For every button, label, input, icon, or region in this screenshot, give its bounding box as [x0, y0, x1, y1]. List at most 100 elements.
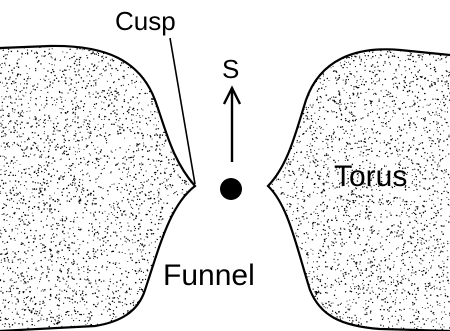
stipple-dot — [117, 131, 118, 132]
stipple-dot — [136, 320, 137, 321]
stipple-dot — [152, 203, 153, 204]
stipple-dot — [66, 312, 68, 314]
stipple-dot — [26, 321, 28, 323]
stipple-dot — [142, 115, 143, 116]
stipple-dot — [362, 289, 363, 290]
stipple-dot — [49, 299, 50, 300]
stipple-dot — [438, 192, 439, 193]
stipple-dot — [29, 201, 31, 203]
stipple-dot — [29, 107, 30, 108]
stipple-dot — [43, 200, 44, 201]
stipple-dot — [168, 254, 169, 255]
stipple-dot — [314, 113, 315, 114]
stipple-dot — [28, 103, 29, 104]
stipple-dot — [165, 185, 166, 186]
stipple-dot — [17, 194, 18, 195]
stipple-dot — [24, 283, 25, 284]
stipple-dot — [168, 159, 170, 161]
stipple-dot — [144, 55, 145, 56]
stipple-dot — [340, 253, 342, 255]
stipple-dot — [78, 71, 79, 72]
stipple-dot — [142, 258, 144, 260]
stipple-dot — [9, 216, 10, 217]
stipple-dot — [85, 120, 86, 121]
stipple-dot — [352, 116, 353, 117]
stipple-dot — [23, 169, 24, 170]
stipple-dot — [444, 177, 445, 178]
stipple-dot — [314, 308, 315, 309]
stipple-dot — [115, 116, 116, 117]
stipple-dot — [321, 160, 322, 161]
stipple-dot — [435, 176, 436, 177]
stipple-dot — [95, 179, 96, 180]
stipple-dot — [42, 244, 44, 246]
stipple-dot — [415, 312, 416, 313]
stipple-dot — [127, 261, 128, 262]
stipple-dot — [381, 214, 382, 215]
stipple-dot — [382, 198, 383, 199]
stipple-dot — [46, 103, 47, 104]
stipple-dot — [346, 92, 347, 93]
stipple-dot — [109, 204, 110, 205]
stipple-dot — [59, 321, 60, 322]
stipple-dot — [154, 86, 155, 87]
stipple-dot — [366, 268, 368, 270]
stipple-dot — [86, 210, 87, 211]
stipple-dot — [33, 238, 34, 239]
stipple-dot — [265, 215, 266, 216]
stipple-dot — [199, 312, 200, 313]
stipple-dot — [75, 196, 76, 197]
stipple-dot — [315, 209, 316, 210]
stipple-dot — [51, 238, 52, 239]
stipple-dot — [278, 178, 280, 180]
stipple-dot — [83, 188, 84, 189]
stipple-dot — [385, 124, 386, 125]
stipple-dot — [146, 171, 147, 172]
stipple-dot — [178, 174, 179, 175]
stipple-dot — [387, 229, 388, 230]
stipple-dot — [52, 163, 53, 164]
stipple-dot — [184, 107, 185, 108]
stipple-dot — [38, 149, 39, 150]
stipple-dot — [389, 62, 390, 63]
stipple-dot — [156, 145, 157, 146]
stipple-dot — [327, 246, 328, 247]
stipple-dot — [147, 134, 148, 135]
stipple-dot — [140, 182, 141, 183]
stipple-dot — [130, 58, 132, 60]
stipple-dot — [175, 104, 176, 105]
stipple-dot — [306, 109, 307, 110]
stipple-dot — [34, 239, 35, 240]
stipple-dot — [318, 291, 319, 292]
stipple-dot — [58, 179, 59, 180]
stipple-dot — [27, 50, 28, 51]
stipple-dot — [178, 301, 179, 302]
stipple-dot — [167, 316, 169, 318]
stipple-dot — [9, 146, 10, 147]
stipple-dot — [43, 208, 45, 210]
stipple-dot — [433, 217, 434, 218]
stipple-dot — [31, 50, 32, 51]
stipple-dot — [145, 118, 146, 119]
stipple-dot — [132, 208, 133, 209]
stipple-dot — [301, 174, 302, 175]
stipple-dot — [74, 301, 75, 302]
stipple-dot — [391, 277, 392, 278]
stipple-dot — [136, 150, 137, 151]
stipple-dot — [360, 318, 361, 319]
stipple-dot — [77, 302, 78, 303]
stipple-dot — [422, 318, 424, 320]
stipple-dot — [308, 222, 309, 223]
stipple-dot — [393, 224, 394, 225]
stipple-dot — [77, 264, 78, 265]
stipple-dot — [269, 79, 270, 80]
stipple-dot — [295, 124, 296, 125]
stipple-dot — [110, 235, 111, 236]
stipple-dot — [95, 82, 97, 84]
stipple-dot — [101, 326, 102, 327]
stipple-dot — [72, 253, 74, 255]
stipple-dot — [360, 261, 362, 263]
stipple-dot — [170, 223, 171, 224]
stipple-dot — [30, 300, 31, 301]
stipple-dot — [132, 180, 133, 181]
